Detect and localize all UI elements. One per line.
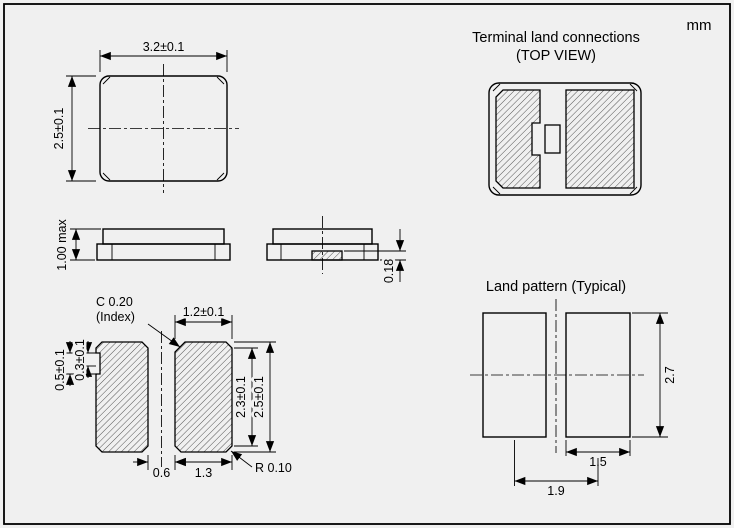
land-pitch-dim-label: 1.9 (547, 484, 564, 498)
terminal-pad-right (565, 89, 635, 189)
pad-length-dim-label: 2.3±0.1 (234, 376, 248, 418)
index-chamfer-callout: C 0.20 (Index) (96, 295, 181, 348)
body-length-dim-label: 2.5±0.1 (252, 376, 266, 418)
terminal-pad-section (311, 250, 343, 261)
terminal-subtitle: (TOP VIEW) (516, 48, 596, 64)
side-base (96, 243, 231, 261)
width-dimension: 3.2±0.1 (99, 38, 228, 72)
bottom-view: C 0.20 (Index) 1.2±0.1 0.3±0.1 0.5±0.1 (51, 295, 292, 483)
top-view: 3.2±0.1 2.5±0.1 (50, 38, 239, 193)
terminal-package-outline (488, 82, 642, 196)
land-pitch-dimension: 1.9 (514, 440, 599, 501)
land-pattern: Land pattern (Typical) 2.7 1.5 1.9 (470, 279, 680, 501)
standoff-dim-label: 0.18 (382, 259, 396, 283)
corner-radius-callout: R 0.10 (230, 450, 292, 475)
bottom-edge-dimensions: 0.6 1.3 (133, 455, 233, 483)
height-dimension: 2.5±0.1 (50, 75, 96, 182)
crystal-element (544, 124, 561, 154)
terminal-land-connections: Terminal land connections (TOP VIEW) (472, 30, 642, 196)
units-label: mm (687, 17, 712, 34)
terminal-corner-marks (492, 83, 638, 195)
top-width-dim-label: 3.2±0.1 (143, 40, 185, 54)
notch-dimensions: 0.3±0.1 0.5±0.1 (51, 337, 96, 393)
side-lid (102, 228, 225, 245)
land-pattern-title: Land pattern (Typical) (486, 279, 626, 295)
height-max-dimension: 1.00 max (53, 216, 101, 273)
pad-width-dimension: 1.2±0.1 (174, 303, 233, 339)
side-view: 1.00 max (53, 216, 231, 273)
pad-span-dim-label: 1.3 (195, 466, 212, 480)
top-height-dim-label: 2.5±0.1 (52, 108, 66, 150)
radius-leader-arrow (230, 450, 253, 468)
pad-width-dim-label: 1.2±0.1 (183, 305, 225, 319)
land-height-dim-label: 2.7 (663, 366, 677, 383)
end-view: 0.18 (266, 216, 406, 286)
chamfer-label: C 0.20 (96, 295, 133, 309)
pad-length-dimensions: 2.3±0.1 2.5±0.1 (232, 341, 276, 453)
index-leader-arrow (147, 323, 181, 348)
corner-castellation-marks (102, 76, 225, 181)
side-height-dim-label: 1.00 max (55, 219, 69, 271)
land-pad-right (565, 312, 631, 438)
land-pad-left (482, 312, 547, 438)
corner-radius-label: R 0.10 (255, 461, 292, 475)
notch-height-dim-label: 0.5±0.1 (53, 349, 67, 391)
sheet-border (3, 3, 731, 525)
index-label: (Index) (96, 310, 135, 324)
bottom-pad-left (95, 341, 149, 453)
terminal-title: Terminal land connections (472, 30, 640, 46)
notch-offset-dim-label: 0.3±0.1 (73, 339, 87, 381)
terminal-pad-left (495, 89, 541, 189)
gap-dim-label: 0.6 (153, 466, 170, 480)
land-height-dimension: 2.7 (632, 312, 680, 438)
bottom-pad-right (174, 341, 233, 453)
standoff-dimension: 0.18 (344, 229, 406, 286)
